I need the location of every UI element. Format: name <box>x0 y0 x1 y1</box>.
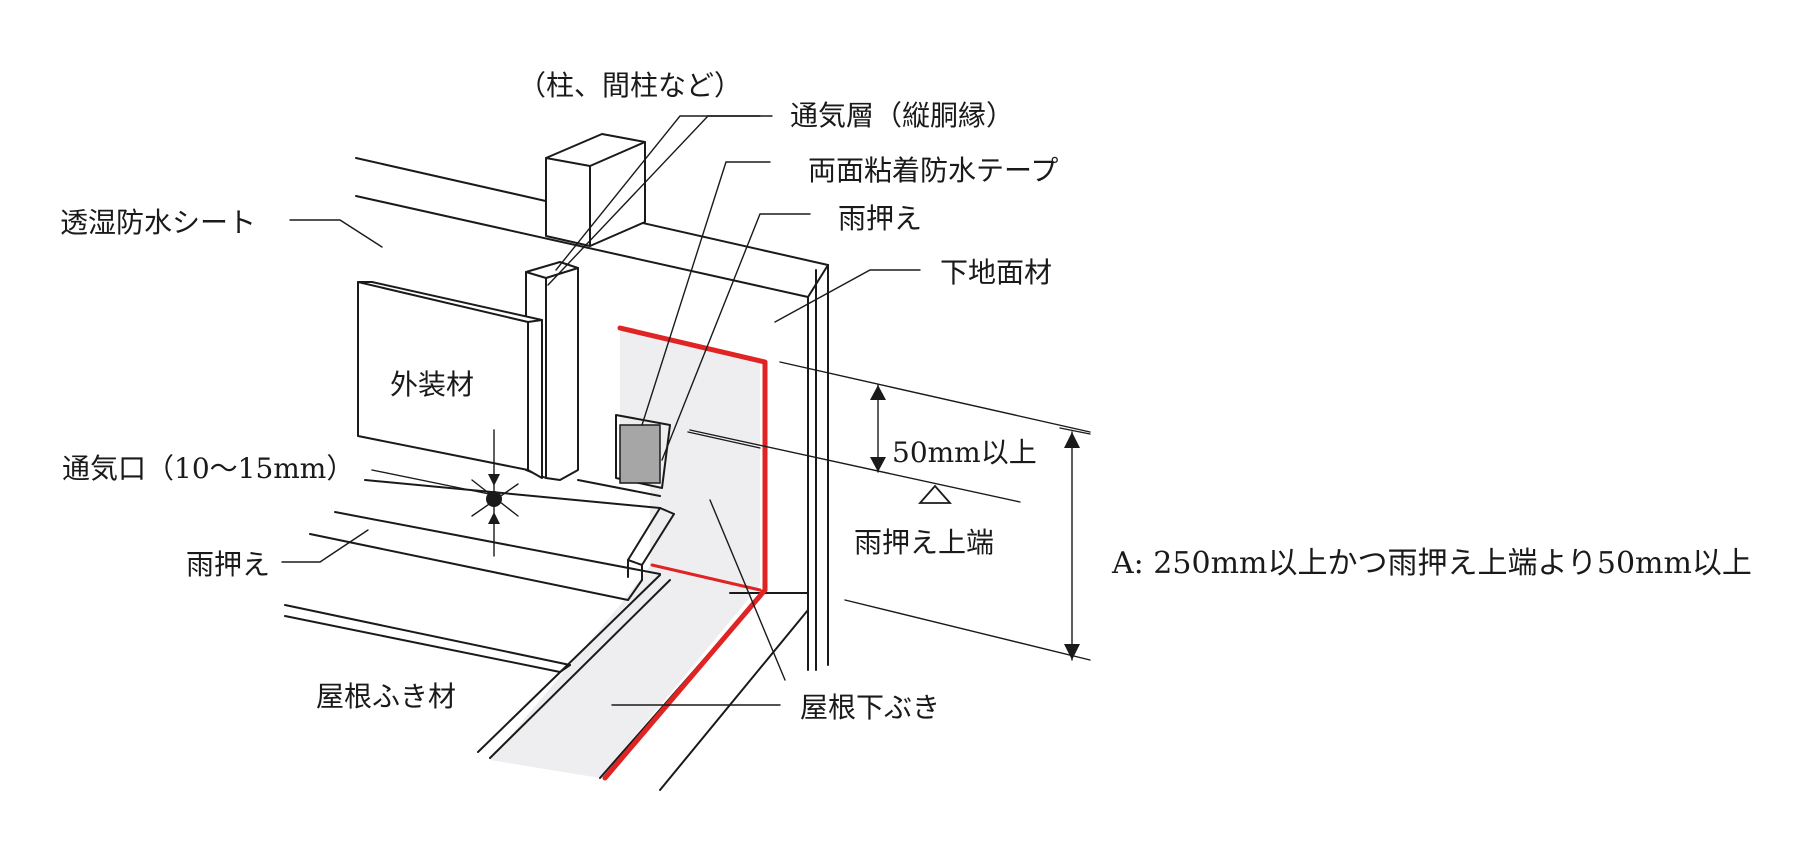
roofing-board <box>284 604 571 673</box>
leader-lines <box>281 115 921 706</box>
label-post: （柱、間柱など） <box>518 69 742 102</box>
label-roofing: 屋根ふき材 <box>316 680 456 713</box>
label-double-tape: 両面粘着防水テープ <box>808 154 1058 187</box>
vent-opening-marker <box>471 429 519 557</box>
post-block <box>545 133 646 247</box>
inner-ledger <box>577 414 671 497</box>
label-substrate: 下地面材 <box>940 256 1052 289</box>
label-vent-opening: 通気口（10～15mm） <box>62 452 354 485</box>
label-vent-layer: 通気層（縦胴縁） <box>790 99 1014 132</box>
flashing <box>309 479 675 601</box>
label-underlay: 屋根下ぶき <box>800 691 940 724</box>
label-dim-50: 50mm以上 <box>892 436 1037 469</box>
label-flashing-top-edge: 雨押え上端 <box>854 526 994 559</box>
label-flashing-top: 雨押え <box>838 202 922 235</box>
dimension-A <box>844 427 1091 661</box>
label-flashing-left: 雨押え <box>186 548 270 581</box>
red-tape-roof <box>602 587 768 781</box>
underlay-roof-area <box>490 566 760 778</box>
label-cladding: 外装材 <box>390 368 474 401</box>
double-tape-pad <box>619 424 661 484</box>
label-membrane: 透湿防水シート <box>60 206 256 239</box>
underlay-wall-area <box>620 330 760 585</box>
dimension-50mm <box>689 361 1091 503</box>
flashing-top-marker <box>918 484 952 504</box>
label-dim-A: A: 250mm以上かつ雨押え上端より50mm以上 <box>1111 546 1752 581</box>
red-tape-wall <box>617 325 768 593</box>
cladding-panel <box>357 281 543 479</box>
